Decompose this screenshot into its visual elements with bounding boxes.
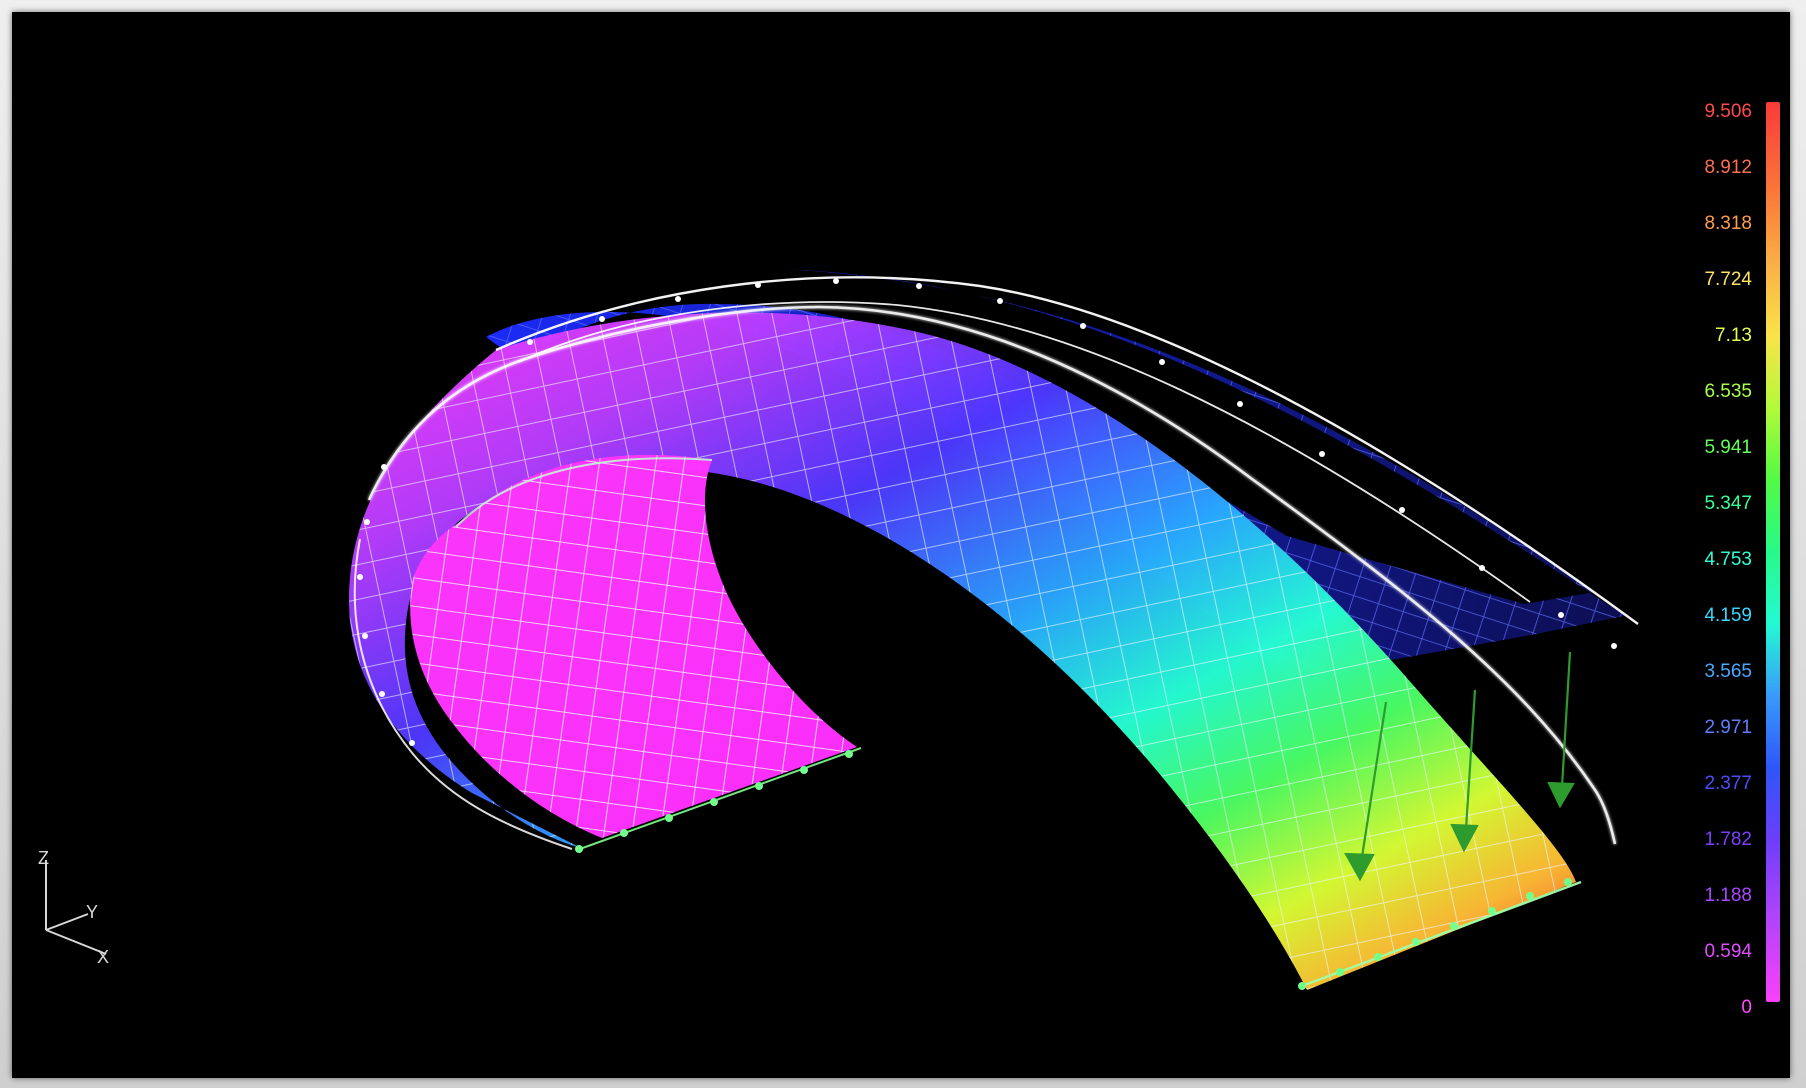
model-top-edge-outline-2	[518, 301, 1531, 603]
legend-label-4-753: 4.753	[1704, 549, 1752, 570]
node	[675, 296, 681, 302]
load-arrow-1-head	[1344, 852, 1375, 882]
node	[755, 782, 763, 790]
legend-label-8-912: 8.912	[1704, 157, 1752, 178]
node	[1611, 643, 1617, 649]
legend-label-3-565: 3.565	[1704, 661, 1752, 682]
node	[916, 283, 922, 289]
node	[1319, 451, 1325, 457]
node	[599, 316, 605, 322]
mesh-nodes	[357, 278, 1617, 746]
axis-x-label: X	[97, 947, 110, 967]
legend-label-7-724: 7.724	[1704, 269, 1752, 290]
load-arrow-3-head	[1547, 781, 1575, 809]
node	[620, 829, 628, 837]
node	[409, 740, 415, 746]
node	[710, 798, 718, 806]
fea-viewport[interactable]: 9.506 8.912 8.318 7.724 7.13 6.535 5.941…	[12, 12, 1790, 1078]
node	[1374, 953, 1382, 961]
node	[364, 519, 370, 525]
model-front-edge	[1301, 880, 1582, 988]
model-outer-surface-mesh	[348, 312, 1576, 990]
node	[1336, 968, 1344, 976]
green-edge-nodes	[575, 750, 1572, 990]
node	[1558, 612, 1564, 618]
node	[800, 766, 808, 774]
model-top-outline	[495, 276, 1639, 625]
node	[527, 339, 533, 345]
legend-color-bar	[1766, 102, 1780, 1002]
model-inner-edge	[455, 457, 713, 528]
node	[665, 814, 673, 822]
node	[357, 574, 363, 580]
node	[362, 633, 368, 639]
load-arrow-3	[1560, 651, 1572, 788]
axis-triad: Z Y X	[28, 842, 148, 972]
load-arrow-1	[1360, 701, 1388, 858]
legend-label-0-594: 0.594	[1704, 941, 1752, 962]
fea-model-canvas[interactable]	[12, 12, 1790, 1078]
model-inner-surface-mesh	[410, 454, 857, 838]
node	[381, 464, 387, 470]
legend-label-0: 0	[1741, 997, 1752, 1018]
axis-triad-icon	[45, 860, 107, 955]
node	[1526, 892, 1534, 900]
legend-label-2-377: 2.377	[1704, 773, 1752, 794]
node	[1412, 938, 1420, 946]
legend-label-8-318: 8.318	[1704, 213, 1752, 234]
result-legend: 9.506 8.912 8.318 7.724 7.13 6.535 5.941…	[1660, 101, 1790, 1018]
node	[1564, 878, 1572, 886]
node	[1479, 565, 1485, 571]
node	[1298, 982, 1306, 990]
node	[845, 750, 853, 758]
model-left-edge	[353, 538, 573, 850]
node	[1080, 323, 1086, 329]
node	[1237, 401, 1243, 407]
legend-label-2-971: 2.971	[1704, 717, 1752, 738]
legend-label-1-782: 1.782	[1704, 829, 1752, 850]
load-arrow-2-head	[1450, 823, 1479, 853]
legend-label-6-535: 6.535	[1704, 381, 1752, 402]
node	[575, 845, 583, 853]
legend-label-9-506: 9.506	[1704, 101, 1752, 122]
legend-label-7-13: 7.13	[1715, 325, 1752, 346]
load-arrows	[1344, 651, 1575, 882]
node	[997, 298, 1003, 304]
axis-y-label: Y	[86, 902, 99, 922]
load-arrow-2	[1464, 689, 1477, 830]
node	[1450, 922, 1458, 930]
node	[379, 691, 385, 697]
axis-z-label: Z	[38, 848, 49, 868]
node	[833, 278, 839, 284]
node	[1399, 507, 1405, 513]
legend-label-5-347: 5.347	[1704, 493, 1752, 514]
node	[1488, 907, 1496, 915]
legend-label-5-941: 5.941	[1704, 437, 1752, 458]
legend-label-1-188: 1.188	[1704, 885, 1752, 906]
legend-label-4-159: 4.159	[1704, 605, 1752, 626]
node	[755, 282, 761, 288]
node	[1159, 359, 1165, 365]
